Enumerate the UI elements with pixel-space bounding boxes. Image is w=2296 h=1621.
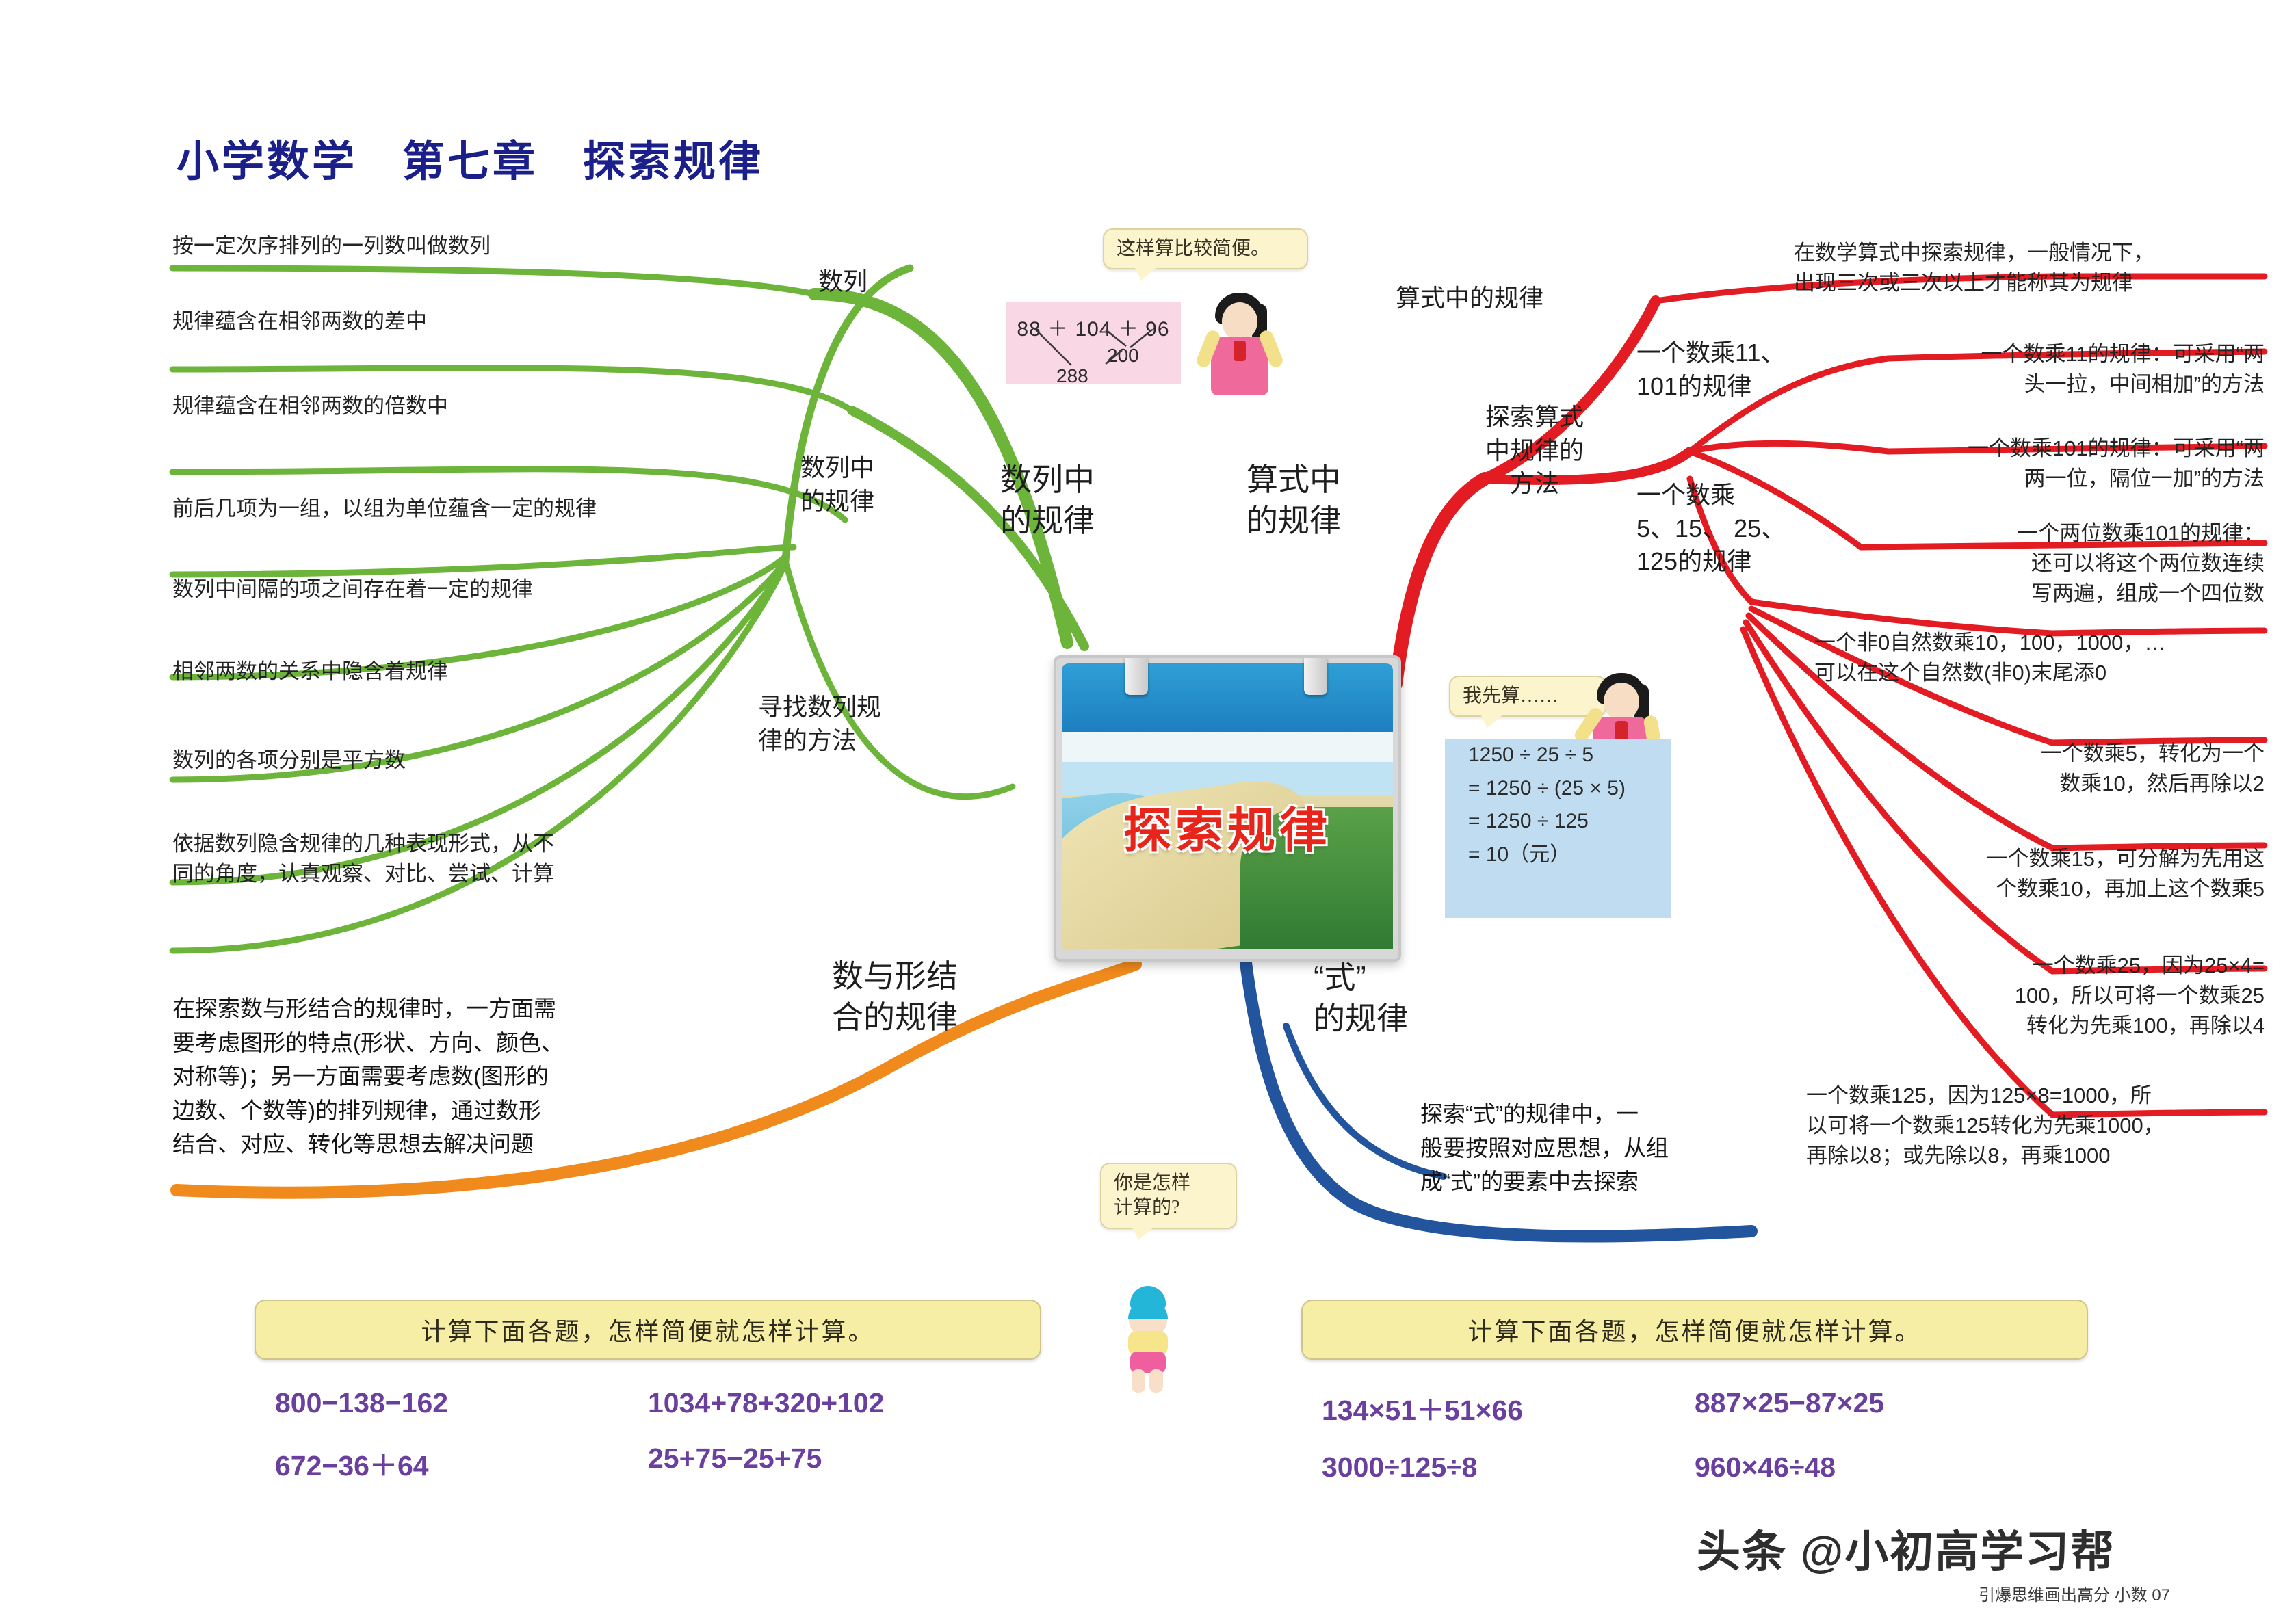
exercise-item: 800−138−162 (275, 1387, 449, 1419)
leaf-green-7: 数列的各项分别是平方数 (172, 748, 406, 772)
node-multiply-11-101: 一个数乘11、 101的规律 (1636, 339, 1786, 400)
leg-right-icon (1149, 1369, 1163, 1393)
watermark: 头条 @小初高学习帮 (1697, 1527, 2116, 1577)
node-methods-sequence: 寻找数列规 律的方法 (758, 693, 882, 754)
leaf-red-5: 一个非0自然数乘10，100，1000，… 可以在这个自然数(非0)末尾添0 (1814, 631, 2166, 685)
blue-example-line-3: = 1250 ÷ 125 (1468, 810, 1589, 833)
card-title: 探索规律 (1123, 804, 1331, 857)
exercise-right-items: 134×51＋51×66 887×25−87×25 3000÷125÷8 960… (1301, 1387, 2088, 1484)
exercise-item: 25+75−25+75 (648, 1442, 822, 1474)
orange-branch-text: 在探索数与形结合的规律时，一方面需 要考虑图形的特点(形状、方向、颜色、 对称等… (172, 996, 564, 1157)
exercise-left-heading: 计算下面各题，怎样简便就怎样计算。 (255, 1300, 1041, 1360)
binder-ring-left-icon (1125, 658, 1148, 695)
hill-shape (1240, 806, 1393, 949)
exercise-item: 672−36＋64 (275, 1450, 429, 1481)
pink-total-sum: 288 (1056, 365, 1088, 386)
blue-branch-label: “式” 的规律 (1314, 960, 1408, 1036)
exercise-item: 887×25−87×25 (1695, 1387, 1885, 1419)
exercise-right-heading: 计算下面各题，怎样简便就怎样计算。 (1301, 1300, 2088, 1360)
toddler-character (1119, 1286, 1181, 1402)
leaf-green-1: 按一定次序排列的一列数叫做数列 (172, 234, 491, 258)
leaf-red-3: 一个数乘101的规律：可采用“两 两一位，隔位一加”的方法 (1967, 436, 2265, 491)
hub-label-sequence: 数列中 的规律 (1000, 462, 1095, 538)
center-topic-card: 🌴🌴 探索规律 (1054, 655, 1401, 962)
leaf-green-4: 前后几项为一组，以组为单位蕴含一定的规律 (172, 497, 597, 520)
exercise-left-items: 800−138−162 1034+78+320+102 672−36＋64 25… (255, 1387, 1041, 1484)
page-title: 小学数学 第七章 探索规律 (177, 138, 764, 185)
leaf-red-7: 一个数乘15，可分解为先用这 个数乘10，再加上这个数乘5 (1986, 847, 2265, 901)
node-rules-in-sequence: 数列中 的规律 (800, 453, 875, 515)
leaf-green-8: 依据数列隐含规律的几种表现形式，从不 同的角度，认真观察、对比、尝试、计算 (172, 832, 554, 886)
node-sequence: 数列 (818, 267, 868, 295)
pink-partial-sum: 200 (1107, 345, 1139, 366)
node-methods-expression: 探索算式 中规律的 方法 (1485, 403, 1584, 498)
toddler-bubble: 你是怎样 计算的? (1100, 1163, 1237, 1240)
face-icon (1222, 302, 1257, 341)
orange-branch-label: 数与形结 合的规律 (832, 958, 958, 1035)
exercise-item: 3000÷125÷8 (1322, 1451, 1478, 1483)
leaf-red-9: 一个数乘125，因为125×8=1000，所 以可将一个数乘125转化为先乘10… (1806, 1083, 2165, 1168)
leaf-red-1: 在数学算式中探索规律，一般情况下， 出现三次或三次以上才能称其为规律 (1794, 241, 2154, 295)
blue-example-line-2: = 1250 ÷ (25 × 5) (1468, 776, 1626, 800)
exercise-item: 134×51＋51×66 (1322, 1395, 1524, 1426)
pink-example-bubble: 这样算比较简便。 (1103, 228, 1308, 281)
exercise-panel-right: 计算下面各题，怎样简便就怎样计算。 134×51＋51×66 887×25−87… (1301, 1300, 2088, 1484)
blue-example-line-1: 1250 ÷ 25 ÷ 5 (1468, 743, 1594, 766)
leaf-red-6: 一个数乘5，转化为一个 数乘10，然后再除以2 (2040, 741, 2265, 796)
node-multiply-5-15-25-125: 一个数乘 5、15、 25、 125的规律 (1636, 481, 1786, 576)
card-white-band (1062, 732, 1393, 763)
leaf-green-6: 相邻两数的关系中隐含着规律 (172, 659, 448, 683)
exercise-panel-left: 计算下面各题，怎样简便就怎样计算。 800−138−162 1034+78+32… (255, 1300, 1041, 1484)
leaf-red-4: 一个两位数乘101的规律： 还可以将这个两位数连续 写两遍，组成一个四位数 (2017, 521, 2265, 606)
leaf-red-2: 一个数乘11的规律：可采用“两 头一拉，中间相加”的方法 (1981, 342, 2265, 397)
blue-example-bubble: 我先算…… (1449, 676, 1606, 728)
footer-note: 引爆思维画出高分 小数 07 (1979, 1586, 2171, 1605)
scarf-icon (1615, 721, 1628, 741)
exercise-item: 1034+78+320+102 (648, 1387, 885, 1419)
leaf-green-2: 规律蕴含在相邻两数的差中 (172, 309, 427, 333)
blue-example-box: 1250 ÷ 25 ÷ 5 = 1250 ÷ (25 × 5) = 1250 ÷… (1445, 739, 1671, 918)
scarf-icon (1234, 341, 1246, 361)
pink-example-box: 88 ＋ 104 ＋ 96 200 288 (1006, 302, 1181, 386)
hub-label-expression: 算式中 的规律 (1247, 462, 1341, 538)
leg-left-icon (1132, 1369, 1145, 1393)
binder-ring-right-icon (1304, 658, 1327, 695)
leaf-green-3: 规律蕴含在相邻两数的倍数中 (172, 394, 448, 418)
blue-example-line-4: = 10（元） (1468, 843, 1571, 866)
pink-link-lines (1034, 328, 1153, 366)
blue-branch-text: 探索“式”的规律中，一 般要按照对应思想，从组 成“式”的要素中去探索 (1420, 1101, 1669, 1194)
girl-character-pink (1195, 285, 1285, 408)
card-top-band (1062, 663, 1393, 732)
leaf-green-5: 数列中间隔的项之间存在着一定的规律 (172, 577, 533, 601)
exercise-item: 960×46÷48 (1695, 1451, 1836, 1483)
leaf-red-8: 一个数乘25，因为25×4= 100，所以可将一个数乘25 转化为先乘100，再… (2014, 953, 2265, 1038)
node-rules-in-expression: 算式中的规律 (1396, 284, 1544, 312)
card-scene-illustration: 🌴🌴 (1062, 762, 1393, 949)
face-icon (1604, 683, 1639, 721)
